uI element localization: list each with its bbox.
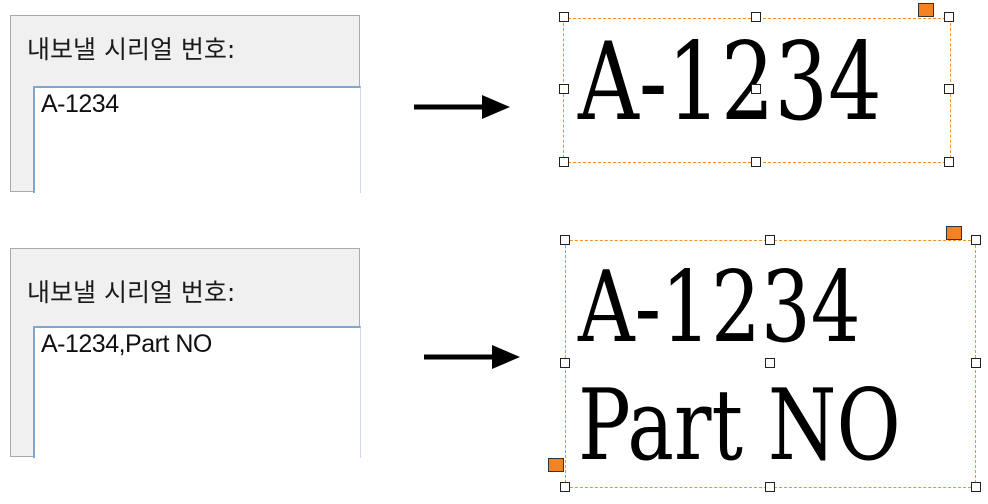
- resize-handle[interactable]: [559, 12, 569, 22]
- right-arrow-icon: [414, 95, 510, 119]
- resize-handle[interactable]: [560, 235, 570, 245]
- resize-handle[interactable]: [971, 235, 981, 245]
- resize-handle[interactable]: [560, 482, 570, 492]
- export-dialog-panel-2: 내보낼 시리얼 번호: A-1234,Part NO: [10, 248, 361, 458]
- serial-number-value: A-1234: [41, 90, 119, 118]
- resize-handle[interactable]: [765, 358, 775, 368]
- label-preview-box-2[interactable]: A-1234 Part NO: [565, 240, 976, 488]
- resize-handle[interactable]: [971, 482, 981, 492]
- serial-number-label: 내보낼 시리얼 번호:: [27, 278, 236, 307]
- resize-handle[interactable]: [560, 358, 570, 368]
- resize-handle[interactable]: [751, 12, 761, 22]
- anchor-handle[interactable]: [548, 458, 564, 472]
- resize-handle[interactable]: [944, 12, 954, 22]
- export-dialog-panel-1: 내보낼 시리얼 번호: A-1234: [10, 15, 361, 193]
- resize-handle[interactable]: [559, 84, 569, 94]
- rotate-handle[interactable]: [918, 3, 934, 17]
- resize-handle[interactable]: [751, 84, 761, 94]
- resize-handle[interactable]: [944, 84, 954, 94]
- serial-number-value: A-1234,Part NO: [41, 330, 212, 358]
- right-arrow-icon: [424, 345, 520, 369]
- resize-handle[interactable]: [559, 157, 569, 167]
- rotate-handle[interactable]: [946, 226, 962, 240]
- preview-line: A-1234: [578, 20, 882, 145]
- resize-handle[interactable]: [765, 482, 775, 492]
- resize-handle[interactable]: [765, 235, 775, 245]
- resize-handle[interactable]: [944, 157, 954, 167]
- preview-line: Part NO: [578, 369, 901, 483]
- resize-handle[interactable]: [751, 157, 761, 167]
- serial-number-input[interactable]: A-1234: [33, 86, 361, 193]
- serial-number-label: 내보낼 시리얼 번호:: [27, 35, 236, 64]
- serial-number-input[interactable]: A-1234,Part NO: [33, 326, 361, 458]
- resize-handle[interactable]: [971, 358, 981, 368]
- preview-line: A-1234: [578, 251, 861, 365]
